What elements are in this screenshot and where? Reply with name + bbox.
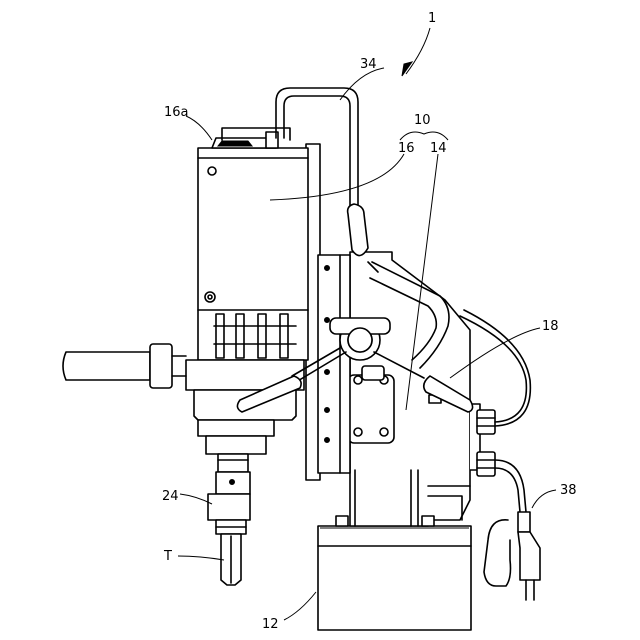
label-magnetic-base: 12	[262, 617, 279, 632]
label-base-and-body: 10	[414, 113, 431, 128]
motor-unit	[198, 128, 308, 360]
label-stand-body: 14	[430, 141, 447, 156]
label-feed-handle: 18	[542, 319, 559, 334]
label-tool: T	[163, 549, 172, 564]
label-assembly: 1	[428, 11, 436, 26]
label-motor-unit: 16	[398, 141, 415, 156]
side-handle[interactable]	[63, 344, 186, 388]
label-motor-top: 16a	[164, 105, 189, 120]
label-cord: 38	[560, 483, 577, 498]
stand-body	[336, 252, 480, 526]
label-arbor: 24	[162, 489, 179, 504]
label-carry-handle: 34	[360, 57, 377, 72]
magnetic-base	[318, 526, 471, 630]
